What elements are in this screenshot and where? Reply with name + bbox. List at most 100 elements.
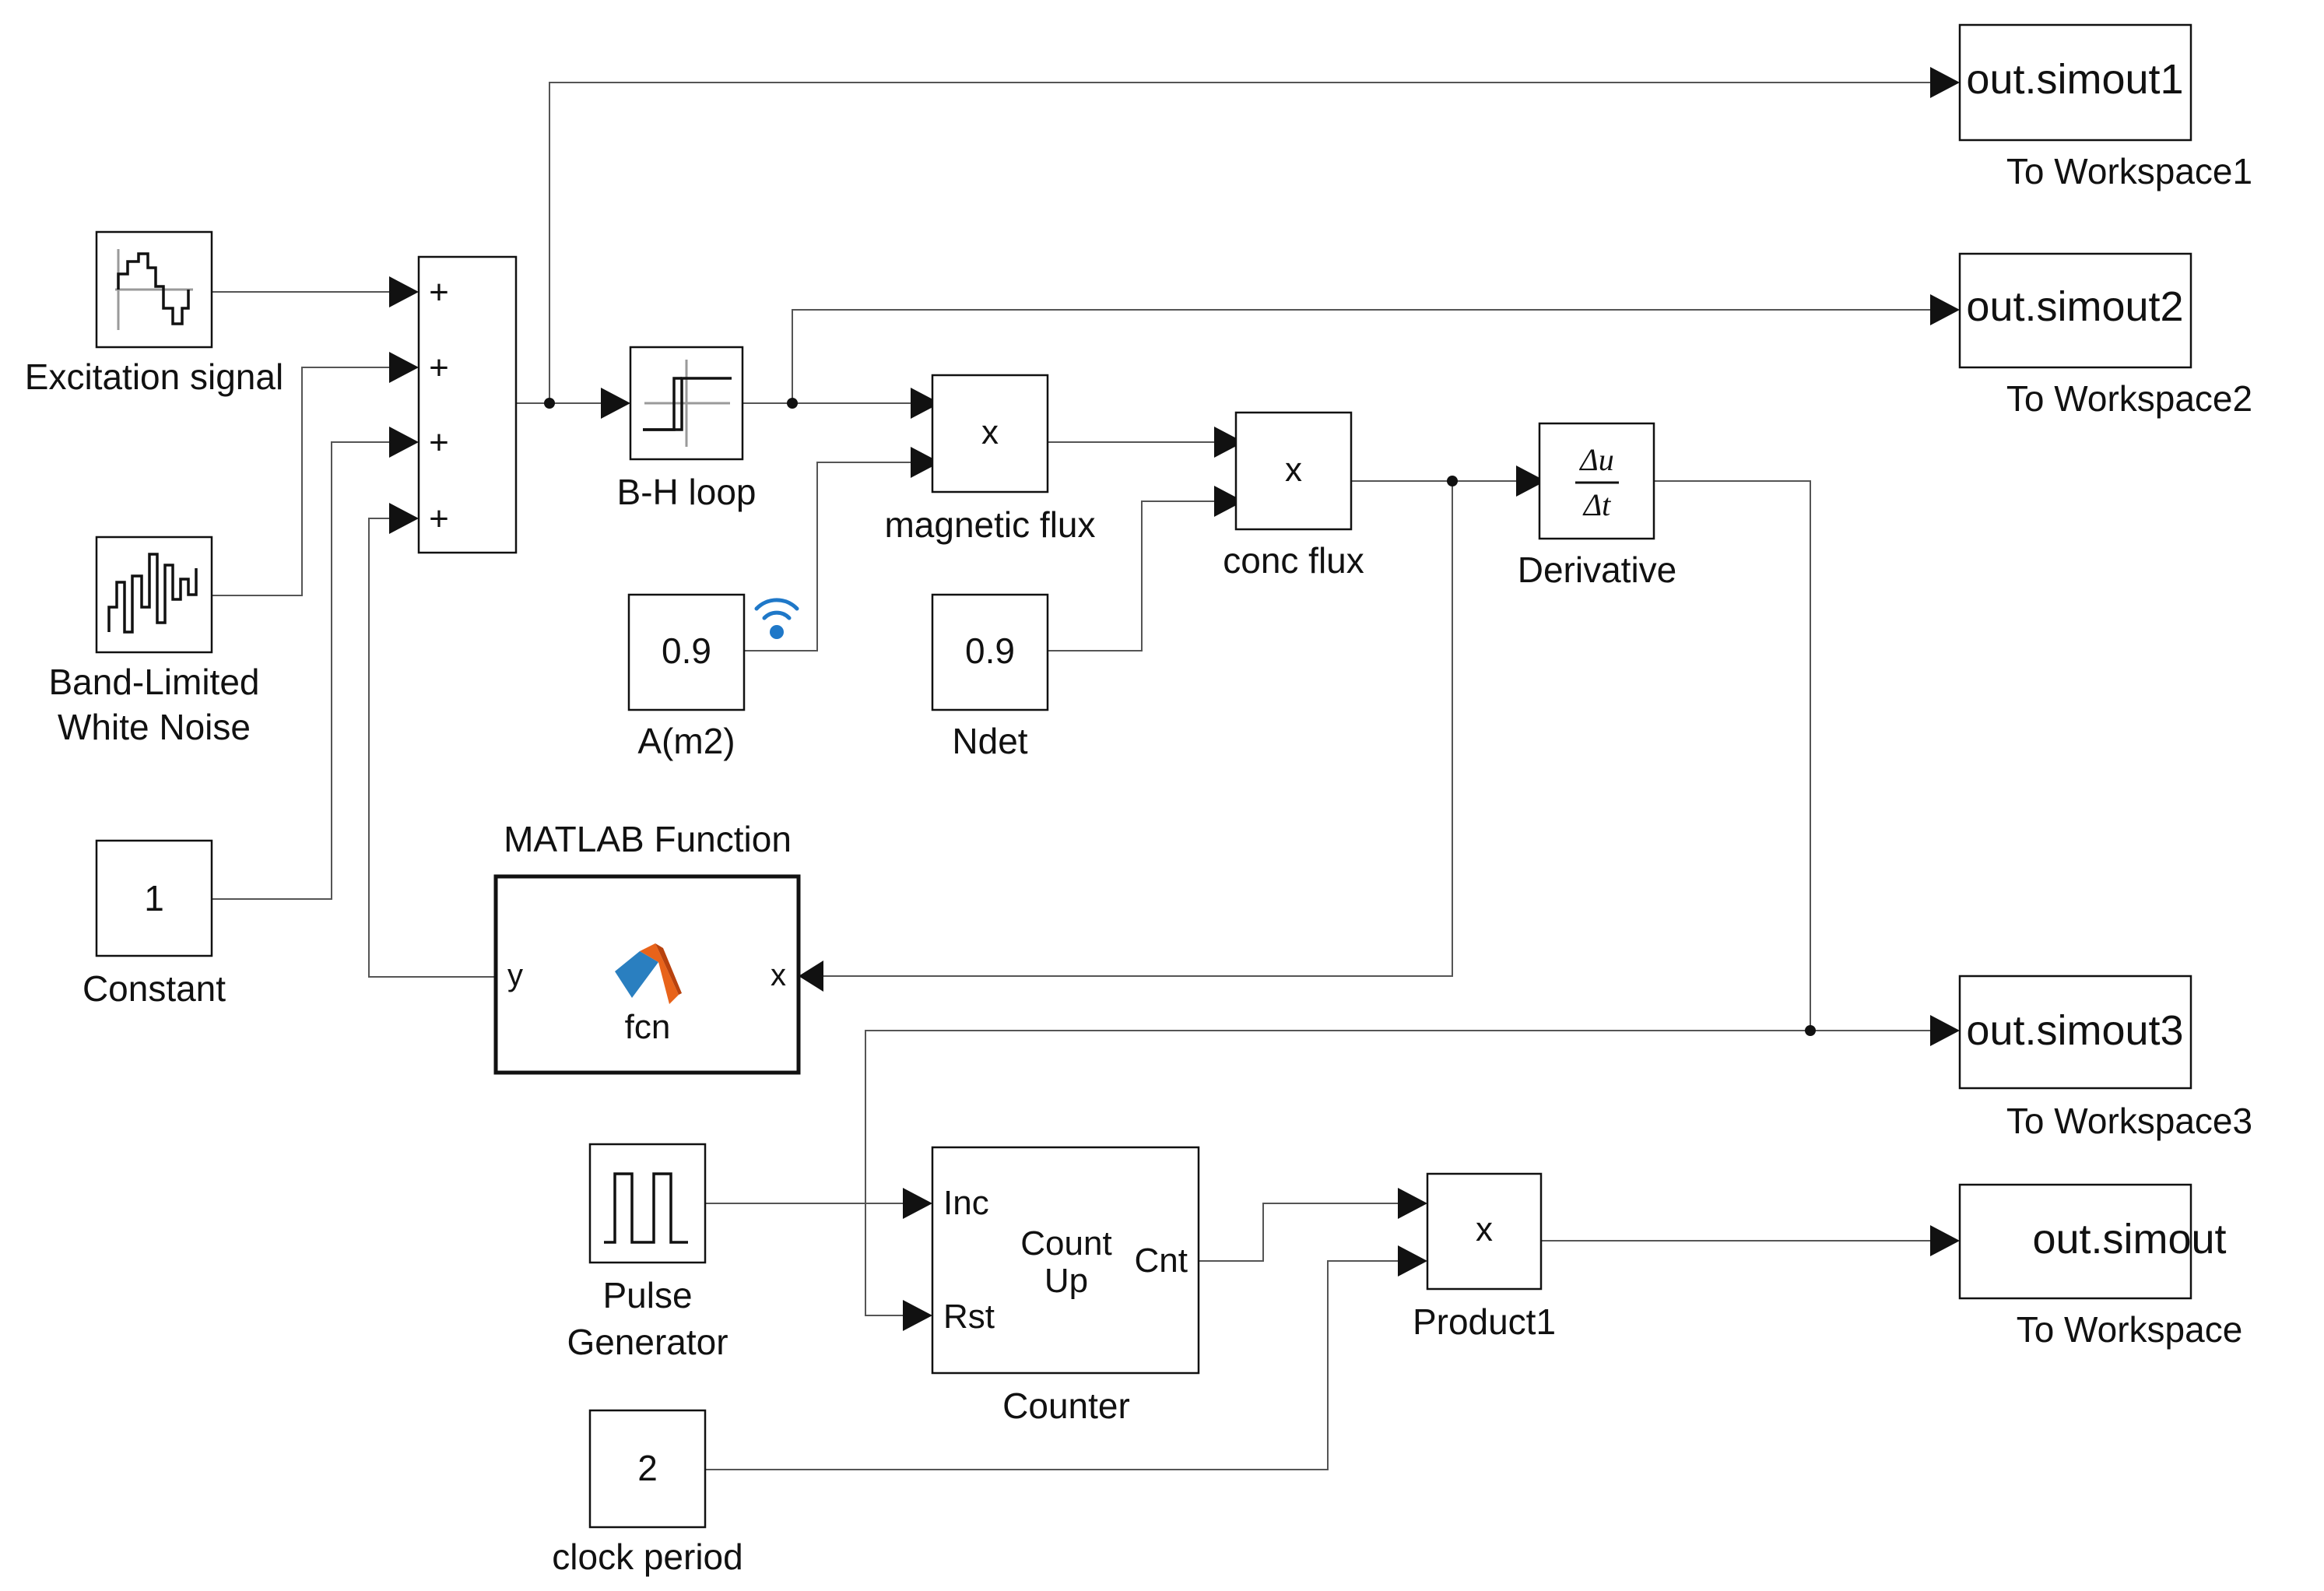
arrowhead xyxy=(1214,486,1244,517)
clock-period-value: 2 xyxy=(637,1448,658,1488)
area-constant-value: 0.9 xyxy=(662,630,711,671)
repeating-sequence-waveform-icon xyxy=(115,249,193,330)
matlab-function-in-port: x xyxy=(771,958,786,992)
arrowhead xyxy=(389,503,419,534)
arrowhead xyxy=(799,961,823,992)
arrowhead xyxy=(1516,465,1546,497)
arrowheads xyxy=(389,67,1960,1331)
band-limited-label-line2: White Noise xyxy=(58,707,251,747)
derivative-block[interactable]: Δu Δt Derivative xyxy=(1518,422,1677,590)
matlab-function-name: fcn xyxy=(625,1008,671,1046)
area-constant-block[interactable]: 0.9 A(m2) xyxy=(627,593,799,761)
ndet-constant-value: 0.9 xyxy=(965,630,1015,671)
arrowhead xyxy=(601,388,630,419)
arrowhead xyxy=(389,276,419,307)
pulse-generator-label-line2: Generator xyxy=(567,1322,728,1362)
arrowhead xyxy=(1930,294,1960,325)
derivative-denominator: Δt xyxy=(1582,487,1611,522)
arrowhead xyxy=(1930,67,1960,98)
to-workspace1-block[interactable]: out.simout1 To Workspace1 xyxy=(1958,23,2252,191)
arrowhead xyxy=(911,447,940,478)
to-workspace1-label: To Workspace1 xyxy=(2006,151,2252,191)
arrowhead xyxy=(1398,1245,1427,1277)
bh-loop-block[interactable]: B-H loop xyxy=(617,346,757,512)
product1-symbol: x xyxy=(1476,1210,1493,1249)
pulse-generator-block[interactable]: Pulse Generator xyxy=(567,1143,728,1362)
counter-label: Counter xyxy=(1002,1386,1130,1426)
to-workspace2-variable: out.simout2 xyxy=(1966,283,2183,330)
wire-counter-to-product[interactable] xyxy=(1199,1203,1404,1262)
product1-block[interactable]: x Product1 xyxy=(1413,1172,1556,1342)
sum-block[interactable]: + + + + xyxy=(417,255,518,554)
to-workspace2-block[interactable]: out.simout2 To Workspace2 xyxy=(1958,252,2252,419)
ndet-constant-label: Ndet xyxy=(952,721,1027,761)
magnetic-flux-symbol: x xyxy=(981,413,999,451)
counter-block[interactable]: Inc Rst Cnt Count Up Counter xyxy=(931,1146,1200,1426)
counter-port-cnt: Cnt xyxy=(1135,1242,1188,1280)
wire-derivative-to-workspace3[interactable] xyxy=(1654,480,1930,1031)
area-constant-label: A(m2) xyxy=(637,721,735,761)
band-limited-label-line1: Band-Limited xyxy=(48,662,259,702)
to-workspace-block[interactable]: out.simout To Workspace xyxy=(1958,1183,2243,1350)
excitation-signal-label: Excitation signal xyxy=(25,356,283,397)
wire-noise-to-sum[interactable] xyxy=(212,367,389,596)
wire-ndet-to-concflux[interactable] xyxy=(1048,500,1214,652)
to-workspace2-label: To Workspace2 xyxy=(2006,378,2252,419)
branch-point xyxy=(1447,476,1458,486)
arrowhead xyxy=(389,352,419,383)
counter-port-rst: Rst xyxy=(943,1298,995,1336)
branch-point xyxy=(1805,1025,1816,1036)
counter-port-inc: Inc xyxy=(943,1184,989,1222)
arrowhead xyxy=(1398,1188,1427,1219)
to-workspace-variable: out.simout xyxy=(2032,1216,2226,1263)
arrowhead xyxy=(1930,1015,1960,1046)
arrowhead xyxy=(1214,427,1244,458)
wire-constant-to-sum[interactable] xyxy=(212,441,389,900)
to-workspace-label: To Workspace xyxy=(2017,1309,2243,1350)
to-workspace1-variable: out.simout1 xyxy=(1966,56,2183,103)
wire-derivative-to-counter-rst[interactable] xyxy=(865,1030,1810,1316)
wire-clockperiod-to-product[interactable] xyxy=(705,1260,1404,1470)
arrowhead xyxy=(389,427,419,458)
matlab-function-title: MATLAB Function xyxy=(504,819,792,859)
branch-point xyxy=(787,398,798,409)
wire-sum-to-workspace1[interactable] xyxy=(549,82,1930,403)
branch-point xyxy=(544,398,555,409)
sum-sign-2: + xyxy=(429,349,449,387)
signal-lines xyxy=(212,82,1930,1470)
wire-bhloop-to-workspace2[interactable] xyxy=(792,309,1930,403)
wire-area-to-magflux[interactable] xyxy=(744,462,911,652)
arrowhead xyxy=(911,388,940,419)
hysteresis-loop-icon xyxy=(643,360,732,447)
counter-text-line1: Count xyxy=(1020,1224,1111,1263)
matlab-function-out-port: y xyxy=(507,958,523,992)
band-limited-white-noise-block[interactable]: Band-Limited White Noise xyxy=(48,536,260,747)
matlab-function-block[interactable]: MATLAB Function y x fcn xyxy=(493,819,801,1075)
ndet-constant-block[interactable]: 0.9 Ndet xyxy=(931,593,1049,761)
derivative-numerator: Δu xyxy=(1578,442,1613,477)
to-workspace3-block[interactable]: out.simout3 To Workspace3 xyxy=(1958,975,2252,1141)
constant-value: 1 xyxy=(144,878,164,918)
wire-concflux-to-matlab[interactable] xyxy=(823,481,1453,977)
sum-sign-1: + xyxy=(429,273,449,311)
conc-flux-block[interactable]: x conc flux xyxy=(1223,411,1364,581)
to-workspace3-label: To Workspace3 xyxy=(2006,1101,2252,1141)
arrowhead xyxy=(903,1188,932,1219)
excitation-signal-block[interactable]: Excitation signal xyxy=(25,230,283,397)
matlab-logo-icon xyxy=(615,943,682,1004)
pulse-train-icon xyxy=(604,1172,688,1244)
clock-period-label: clock period xyxy=(552,1537,742,1577)
arrowhead xyxy=(903,1300,932,1331)
constant-block[interactable]: 1 Constant xyxy=(82,839,226,1009)
constant-label: Constant xyxy=(82,968,226,1009)
conc-flux-label: conc flux xyxy=(1223,540,1364,581)
pulse-generator-label-line1: Pulse xyxy=(602,1275,692,1315)
derivative-label: Derivative xyxy=(1518,550,1677,590)
magnetic-flux-block[interactable]: x magnetic flux xyxy=(884,374,1096,545)
clock-period-block[interactable]: 2 clock period xyxy=(552,1409,743,1577)
to-workspace3-variable: out.simout3 xyxy=(1966,1007,2183,1054)
sum-sign-4: + xyxy=(429,500,449,538)
random-noise-waveform-icon xyxy=(107,553,198,634)
wire-matlab-to-sum[interactable] xyxy=(368,518,496,978)
